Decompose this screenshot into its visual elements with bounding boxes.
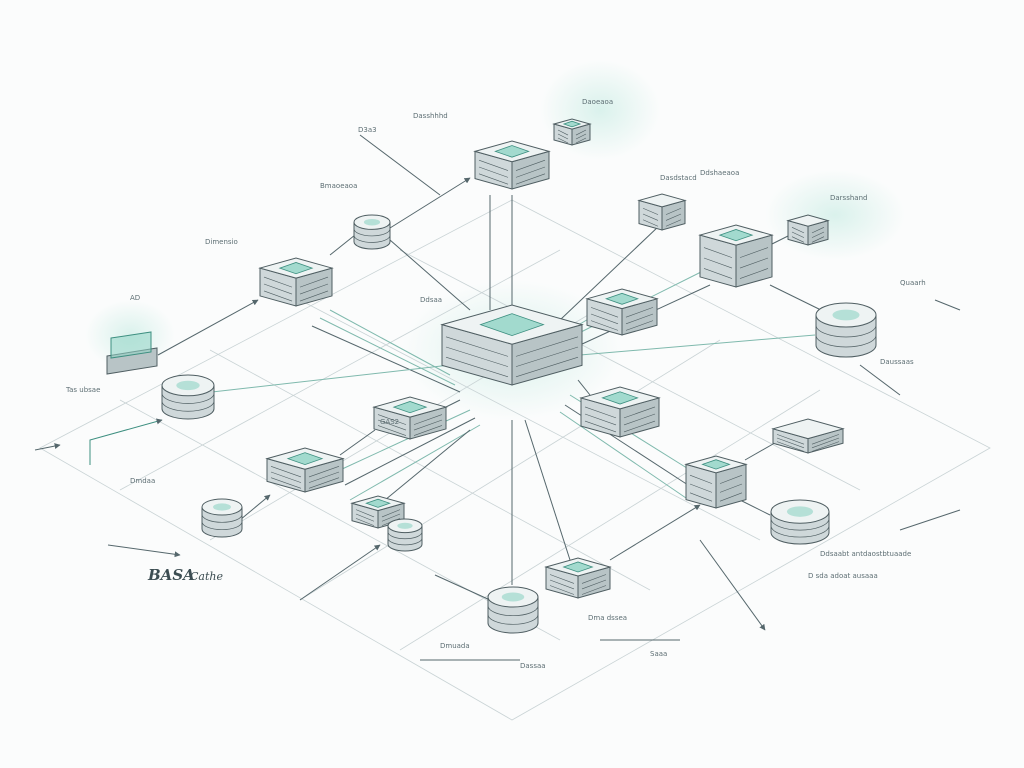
link-dbleft-hub bbox=[211, 364, 451, 393]
link-dbupper-hub bbox=[389, 239, 471, 311]
link-serverright-far bbox=[769, 234, 791, 246]
link-hub-lowerleft-2 bbox=[344, 417, 476, 486]
label-server-left: Dimensio bbox=[205, 238, 238, 246]
node-server-right bbox=[698, 224, 774, 288]
label-bottom-left: Dmuada bbox=[440, 642, 470, 650]
label-left: Tas ubsae bbox=[65, 386, 100, 394]
link-switchll-hub bbox=[384, 429, 471, 501]
label-mid-left: Ddsaa bbox=[420, 296, 442, 304]
label-top-server: Dasshhhd bbox=[413, 112, 448, 120]
link-dbbottomleft-up bbox=[299, 544, 381, 601]
node-server-bottom bbox=[544, 557, 612, 599]
label-top-tiny: D3a3 bbox=[358, 126, 377, 134]
link-serverlr-dblr bbox=[739, 499, 771, 516]
link-serverright-dbfar bbox=[769, 284, 826, 313]
node-db-lower-right bbox=[770, 499, 830, 545]
ground-grid bbox=[39, 199, 991, 721]
label-upper-left-stack: Bmaoeaoa bbox=[320, 182, 357, 190]
link-dimension-4 bbox=[934, 299, 961, 311]
link-hub-lowerleft-3 bbox=[349, 424, 481, 501]
link-dbfar-down bbox=[859, 364, 901, 396]
link-hub-serverleft-2 bbox=[319, 317, 456, 386]
link-far-left-dim bbox=[34, 443, 61, 451]
label-center: GAS2 bbox=[380, 418, 399, 426]
link-hub-serverbottom bbox=[524, 419, 571, 561]
node-db-bottom bbox=[487, 586, 539, 634]
node-router-lower-right bbox=[771, 418, 845, 454]
label-layer: Dasshhhd Daoeaoa D3a3 Bmaoeaoa Dimensio … bbox=[65, 98, 926, 670]
label-bottom-right-2: D sda adoat ausaaa bbox=[808, 572, 878, 580]
link-dbleft-arrow bbox=[89, 418, 163, 465]
link-hub-lowerleft bbox=[339, 409, 471, 471]
node-hub bbox=[440, 304, 584, 386]
label-server-right: Ddshaeaoa bbox=[700, 169, 739, 177]
node-switch-right bbox=[579, 386, 661, 438]
link-serverleft-dbupper bbox=[329, 234, 356, 256]
node-db-lower-left bbox=[201, 498, 243, 538]
node-device-far-right bbox=[786, 214, 830, 246]
label-server-bottom: Dma dssea bbox=[588, 614, 627, 622]
link-hub-routerupper bbox=[559, 224, 661, 321]
link-hub-switchright bbox=[577, 379, 591, 396]
label-monitor: AD bbox=[130, 294, 140, 302]
node-db-far-right bbox=[815, 302, 877, 358]
node-server-lower-left bbox=[265, 447, 345, 493]
link-lower-dim bbox=[699, 539, 766, 631]
link-bottom-left-dim bbox=[107, 544, 181, 558]
node-db-bottom-left bbox=[387, 518, 423, 552]
caption-main: BASA bbox=[147, 566, 195, 584]
node-top-server bbox=[473, 140, 551, 190]
link-dimension-5 bbox=[899, 509, 961, 531]
node-server-lower-right bbox=[684, 455, 748, 509]
link-dblowerleft-lowerleft bbox=[239, 494, 271, 521]
label-top-switch: Daoeaoa bbox=[582, 98, 613, 106]
label-lower-left: Dmdaa bbox=[130, 477, 155, 485]
node-switch-mid-right bbox=[585, 288, 659, 336]
node-db-upper-left bbox=[353, 214, 391, 250]
node-switch-mid-left bbox=[372, 396, 448, 440]
label-device-far-right: Darsshand bbox=[830, 194, 867, 202]
node-server-left bbox=[258, 257, 334, 307]
label-db-far-right: Quaarh bbox=[900, 279, 926, 287]
node-layer bbox=[106, 118, 877, 634]
caption: BASA Cathe bbox=[147, 566, 223, 584]
link-hub-dbfar bbox=[579, 334, 816, 356]
node-top-switch bbox=[552, 118, 592, 146]
node-db-left bbox=[161, 374, 215, 420]
link-dbupper-topserver bbox=[389, 177, 471, 229]
label-bottom-right-1: Ddsaabt antdaostbtuaade bbox=[820, 550, 911, 558]
link-serverbottom-serverlr bbox=[609, 504, 701, 561]
link-monitor-serverleft bbox=[157, 299, 259, 356]
node-monitor bbox=[106, 331, 158, 375]
caption-sub: Cathe bbox=[190, 570, 223, 583]
node-router-upper bbox=[637, 193, 687, 231]
link-hub-serverleft-3 bbox=[311, 325, 461, 393]
link-dbbottom-left bbox=[434, 574, 491, 601]
link-hub-serverleft bbox=[329, 309, 451, 376]
label-router-upper: Dasdstacd bbox=[660, 174, 697, 182]
label-right-mid: Daussaas bbox=[880, 358, 914, 366]
label-bottom-right-3: Saaa bbox=[650, 650, 667, 658]
link-switchml-lowerleft bbox=[339, 429, 376, 456]
label-bottom-mid: Dassaa bbox=[520, 662, 546, 670]
link-dimension-3 bbox=[359, 134, 441, 196]
